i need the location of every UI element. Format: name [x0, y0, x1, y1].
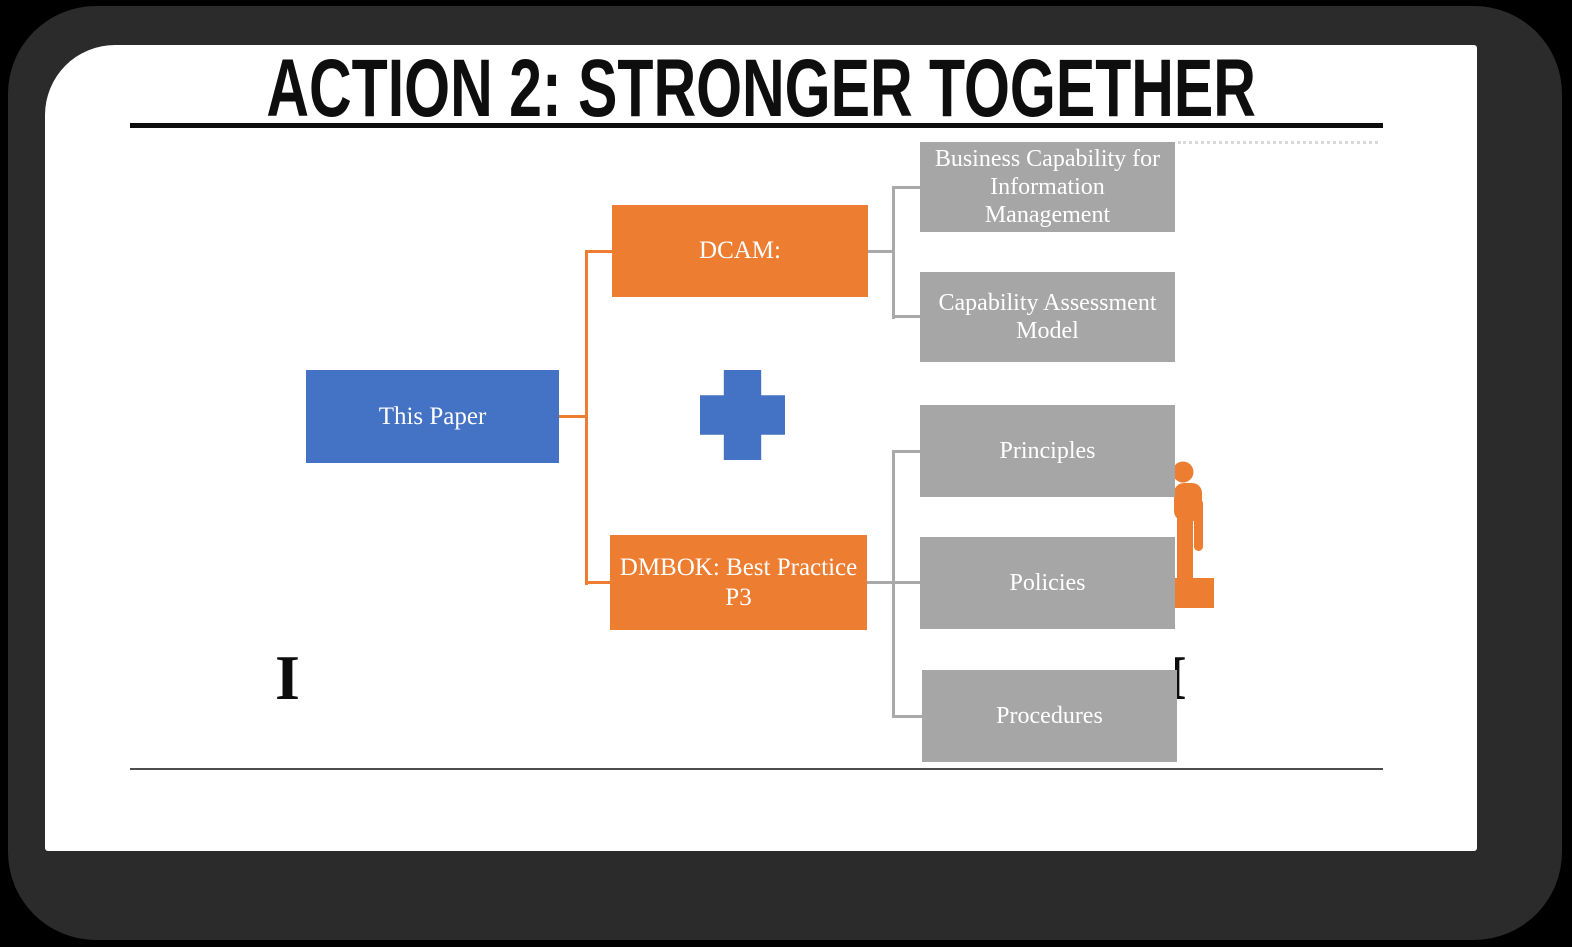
- partial-letter-right: I: [1175, 646, 1192, 718]
- node-capability-model: Capability Assessment Model: [920, 272, 1175, 362]
- title-underline: [130, 123, 1383, 128]
- partial-letter-left: I: [275, 642, 300, 713]
- plus-icon: [700, 370, 785, 460]
- footer-divider: [130, 768, 1383, 770]
- connector-to-principles: [892, 450, 920, 453]
- node-policies-label: Policies: [1009, 569, 1086, 596]
- connector-to-capability-model: [892, 315, 920, 318]
- connector-dcam-out: [868, 250, 894, 253]
- node-dmbok-label: DMBOK: Best Practice P3: [619, 554, 858, 611]
- connector-to-dcam: [585, 250, 612, 253]
- node-procedures-label: Procedures: [996, 702, 1103, 729]
- node-policies: Policies: [920, 537, 1175, 629]
- page-title-text: ACTION 2: STRONGER TOGETHER: [266, 43, 1256, 134]
- node-dmbok: DMBOK: Best Practice P3: [610, 535, 867, 630]
- dotted-divider: [1178, 141, 1378, 144]
- connector-to-dmbok: [585, 581, 610, 584]
- connector-gray-vertical-1: [892, 186, 895, 319]
- connector-orange-vertical: [585, 251, 588, 585]
- node-this-paper: This Paper: [306, 370, 559, 463]
- node-principles: Principles: [920, 405, 1175, 497]
- node-dcam: DCAM:: [612, 205, 868, 297]
- node-business-capability-label: Business Capability for Information Mana…: [934, 145, 1161, 229]
- node-capability-model-label: Capability Assessment Model: [938, 289, 1157, 344]
- connector-gray-vertical-2: [892, 450, 895, 718]
- connector-thispaper-out: [559, 415, 586, 418]
- node-procedures: Procedures: [922, 670, 1177, 762]
- page-title: ACTION 2: STRONGER TOGETHER: [45, 43, 1477, 134]
- node-dcam-label: DCAM:: [699, 237, 781, 265]
- connector-to-business-capability: [892, 186, 920, 189]
- node-business-capability: Business Capability for Information Mana…: [920, 142, 1175, 232]
- node-principles-label: Principles: [999, 437, 1096, 464]
- node-this-paper-label: This Paper: [378, 402, 487, 430]
- slide: ACTION 2: STRONGER TOGETHER: [45, 43, 1477, 851]
- connector-to-procedures: [892, 715, 922, 718]
